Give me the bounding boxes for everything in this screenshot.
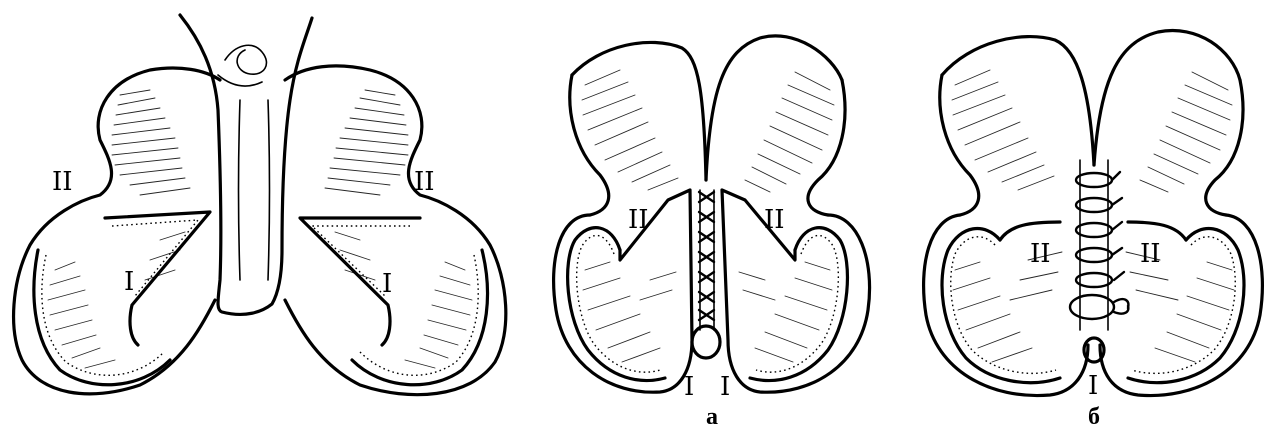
panel-a-caption: а <box>706 404 718 430</box>
right-lobe-outline <box>285 66 506 395</box>
panel-b-right-lower-lobe <box>1100 215 1262 396</box>
panel-a-label-bottom-left: I <box>684 372 694 402</box>
panel-b-lower-shading <box>953 252 1234 362</box>
panel-b-right-upper-lobe <box>1094 31 1240 165</box>
panel-a-upper-shading <box>582 70 834 192</box>
panel-b-continuous-suture-loops <box>1070 172 1128 319</box>
panel-b-left-lower-lobe <box>924 215 1088 396</box>
right-incision-flap <box>300 218 420 345</box>
panel-b-continuous-suture: II II I б <box>924 31 1263 430</box>
panel-b-caption: б <box>1088 404 1100 430</box>
left-lobe-shading <box>48 90 190 368</box>
panel1-label-outer-right: II <box>414 167 435 197</box>
panel-a-interrupted-sutures: II II I I а <box>554 36 870 430</box>
panel1-label-inner-right: I <box>382 269 392 299</box>
right-lobe-shading <box>325 90 472 368</box>
panel-a-meatus <box>692 326 720 358</box>
panel-a-label-outer-right: II <box>764 205 785 235</box>
panel-a-label-outer-left: II <box>628 205 649 235</box>
panel-a-interrupted-sutures-marks <box>699 192 714 320</box>
panel1-label-outer-left: II <box>52 167 73 197</box>
panel-b-label-bottom: I <box>1088 371 1098 401</box>
panel-b-label-outer-left: II <box>1030 239 1051 269</box>
panel-initial-incisions: II I II I <box>14 15 506 395</box>
panel1-label-inner-left: I <box>124 267 134 297</box>
left-incision-flap <box>105 212 210 345</box>
panel-a-label-bottom-right: I <box>720 372 730 402</box>
panel-a-right-upper-lobe <box>706 36 842 180</box>
panel-b-left-upper-lobe <box>942 37 1094 165</box>
panel-b-label-outer-right: II <box>1140 239 1161 269</box>
central-tube <box>180 15 312 314</box>
